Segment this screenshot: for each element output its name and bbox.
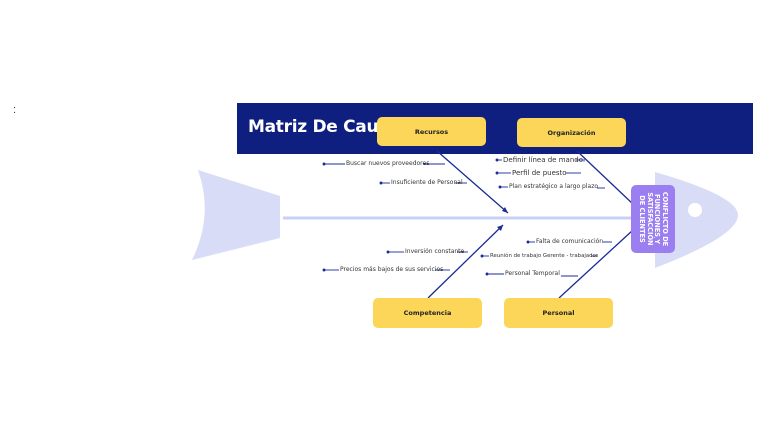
cause-personal-temporal: Personal Temporal	[505, 270, 560, 278]
fish-tail	[192, 170, 280, 260]
category-personal: Personal	[504, 298, 613, 328]
cause-definir-linea: Definir línea de mando.	[503, 156, 585, 164]
category-competencia-label: Competencia	[404, 309, 452, 317]
category-organizacion-label: Organización	[548, 129, 596, 137]
cause-reunion-trabajo: Reunión de trabajo Gerente - trabajador	[490, 252, 598, 260]
category-competencia: Competencia	[373, 298, 482, 328]
cause-falta-comunicacion: Falta de comunicación	[536, 238, 603, 246]
cause-plan-estrategico: Plan estratégico a largo plazo	[509, 183, 598, 191]
cause-inversion-constante: Inversión constante	[405, 248, 464, 256]
fish-eye	[688, 203, 702, 217]
category-organizacion: Organización	[517, 118, 626, 147]
category-recursos: Recursos	[377, 117, 486, 146]
bone-organizacion	[577, 151, 634, 205]
cause-insuficiente-personal: Insuficiente de Personal	[391, 179, 463, 187]
cause-buscar-proveedores: Buscar nuevos proveedores	[346, 160, 429, 168]
category-recursos-label: Recursos	[415, 128, 448, 136]
effect-box: CONFLICTO DE FUNCIONES Y SATISFACCIÓN DE…	[631, 185, 675, 253]
bone-competencia	[428, 225, 503, 298]
category-personal-label: Personal	[543, 309, 575, 317]
cause-perfil-puesto: Perfil de puesto	[512, 169, 567, 177]
effect-label: CONFLICTO DE FUNCIONES Y SATISFACCIÓN DE…	[638, 188, 668, 250]
cause-precios-bajos: Precios más bajos de sus servicios	[340, 266, 443, 274]
